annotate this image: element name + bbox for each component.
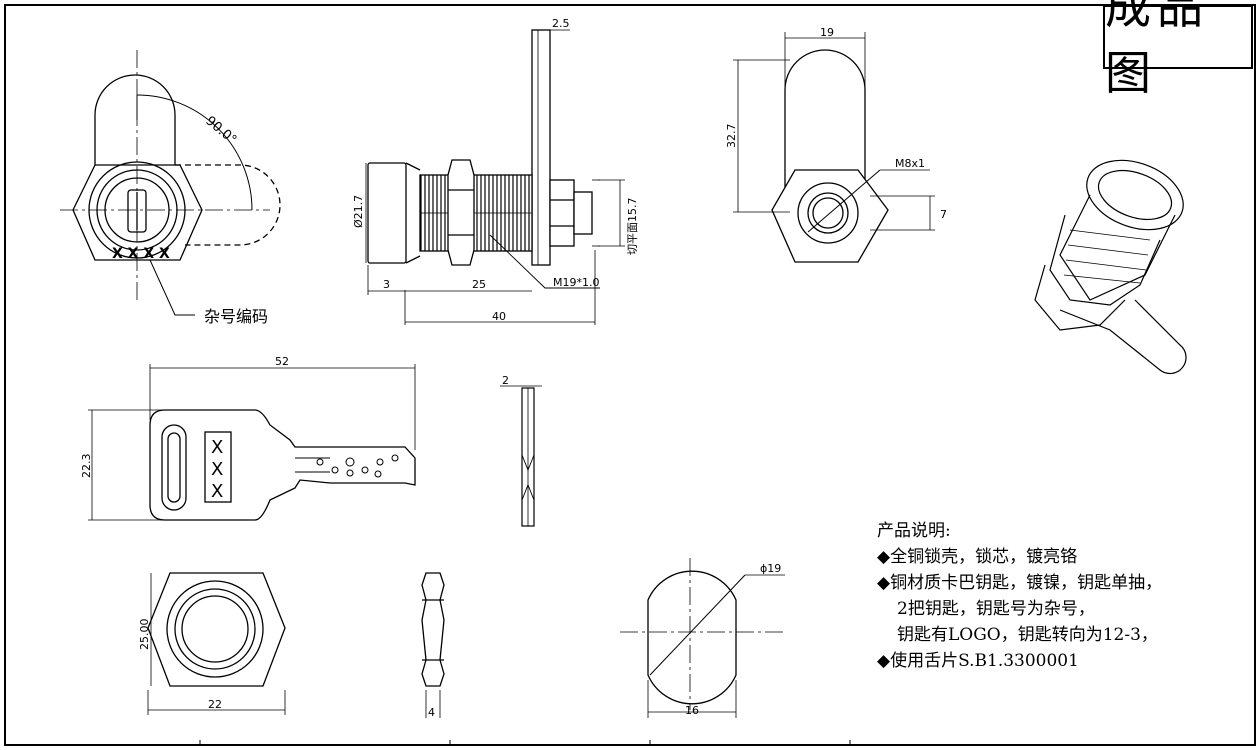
- dim-25: 25: [472, 278, 486, 291]
- dim-thread: M19*1.0: [553, 276, 599, 289]
- note-line-5: ◆使用舌片S.B1.3300001: [877, 651, 1079, 671]
- key-plate-x1: X: [211, 437, 223, 458]
- dim-key-thick: 2: [502, 374, 509, 387]
- dim-3: 3: [383, 278, 390, 291]
- nut-front-view: [147, 572, 286, 715]
- key-view: [88, 364, 416, 521]
- key-plate-x2: X: [211, 459, 223, 480]
- dim-width-19: 19: [820, 26, 834, 39]
- rear-view: [733, 32, 935, 263]
- dim-nut-width: 22: [208, 698, 222, 711]
- dim-flat-face: 切平面15.7: [626, 198, 639, 256]
- key-dimples: [316, 454, 399, 478]
- dim-key-height: 22.3: [80, 454, 93, 479]
- key-marks: X X X X: [112, 246, 170, 262]
- product-notes: 产品说明: ◆全铜锁壳，锁芯，镀亮铬 ◆铜材质卡巴钥匙，镀镍，钥匙单抽， 2把钥…: [877, 518, 1207, 674]
- dim-key-length: 52: [275, 355, 289, 368]
- dim-dia-body: Ø21.7: [352, 195, 365, 228]
- dim-7: 7: [940, 208, 947, 221]
- drawing-title: 成品图: [1103, 0, 1253, 100]
- nut-side-view: [421, 572, 445, 718]
- front-view: [60, 50, 281, 316]
- note-line-2: ◆铜材质卡巴钥匙，镀镍，钥匙单抽，: [877, 573, 1163, 593]
- note-line-4: 钥匙有LOGO，钥匙转向为12-3，: [897, 625, 1158, 645]
- note-line-3: 2把钥匙，钥匙号为杂号，: [897, 599, 1095, 619]
- key-edge-view: [500, 385, 542, 527]
- dim-phi19: ϕ19: [760, 562, 781, 575]
- dim-m8: M8x1: [895, 157, 925, 170]
- angle-dim: 90.0°: [202, 114, 239, 148]
- dim-40: 40: [492, 310, 506, 323]
- dim-16: 16: [685, 704, 699, 717]
- isometric-view: [1034, 159, 1187, 375]
- cam-section-view: [620, 558, 785, 718]
- dim-height-32-7: 32.7: [725, 124, 738, 149]
- dim-nut-height: 25.00: [138, 619, 151, 651]
- serial-label: 杂号编码: [204, 307, 268, 326]
- notes-heading: 产品说明:: [877, 521, 951, 541]
- note-line-1: ◆全铜锁壳，锁芯，镀亮铬: [877, 547, 1078, 567]
- key-plate-x3: X: [211, 481, 223, 502]
- dim-nut-thick: 4: [428, 706, 435, 719]
- dim-thickness-top: 2.5: [552, 17, 570, 30]
- side-view: [365, 29, 625, 325]
- title-strip: [199, 740, 851, 745]
